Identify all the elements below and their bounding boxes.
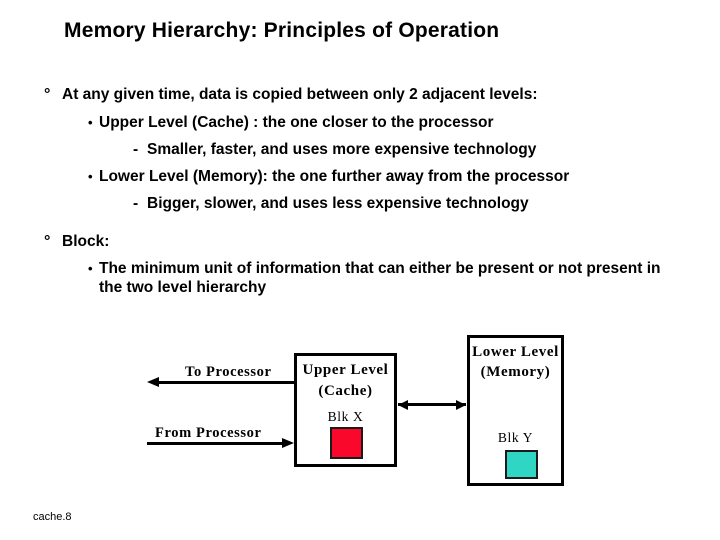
- degree-bullet-icon: °: [44, 233, 51, 250]
- blk-x-label: Blk X: [327, 409, 364, 424]
- bullet-line: • Upper Level (Cache) : the one closer t…: [88, 113, 494, 132]
- dot-bullet-icon: •: [88, 169, 93, 184]
- from-processor-arrow-line: [147, 442, 283, 445]
- bullet-line: ° At any given time, data is copied betw…: [44, 85, 537, 104]
- bullet-line: - Smaller, faster, and uses more expensi…: [133, 140, 536, 159]
- lower-box-label-line1: Lower Level: [472, 344, 559, 360]
- levels-transfer-arrow-line: [398, 403, 466, 406]
- bullet-line: ° Block:: [44, 232, 109, 251]
- dash-bullet-icon: -: [133, 195, 139, 212]
- from-processor-label: From Processor: [155, 425, 262, 441]
- arrowhead-left-icon: [147, 377, 159, 387]
- bullet-line: - Bigger, slower, and uses less expensiv…: [133, 194, 529, 213]
- lower-level-memory-box: Lower Level (Memory) Blk Y: [467, 335, 564, 486]
- upper-level-cache-box: Upper Level (Cache) Blk X: [294, 353, 397, 467]
- blk-y-label: Blk Y: [497, 430, 534, 445]
- bullet-text: Bigger, slower, and uses less expensive …: [147, 195, 529, 212]
- upper-box-label-line2: (Cache): [318, 383, 373, 399]
- to-processor-label: To Processor: [185, 364, 272, 380]
- dot-bullet-icon: •: [88, 115, 93, 130]
- arrowhead-right-icon: [282, 438, 294, 448]
- bullet-text: Block:: [62, 233, 110, 250]
- blk-x-block: [330, 427, 363, 459]
- slide-footer: cache.8: [33, 511, 72, 523]
- arrowhead-right-icon: [456, 399, 466, 410]
- dot-bullet-icon: •: [88, 261, 93, 276]
- lower-box-label-line2: (Memory): [480, 364, 551, 380]
- blk-y-block: [505, 450, 538, 479]
- bullet-text: Upper Level (Cache) : the one closer to …: [99, 114, 494, 131]
- dash-bullet-icon: -: [133, 141, 139, 158]
- bullet-text: At any given time, data is copied betwee…: [62, 86, 538, 103]
- bullet-text: Smaller, faster, and uses more expensive…: [147, 141, 537, 158]
- bullet-line: • The minimum unit of information that c…: [88, 259, 669, 297]
- upper-box-label-line1: Upper Level: [302, 362, 389, 378]
- to-processor-arrow-line: [157, 381, 294, 384]
- page-title: Memory Hierarchy: Principles of Operatio…: [64, 19, 500, 42]
- bullet-text: Lower Level (Memory): the one further aw…: [99, 168, 570, 185]
- bullet-line: • Lower Level (Memory): the one further …: [88, 167, 569, 186]
- bullet-text: The minimum unit of information that can…: [99, 260, 661, 296]
- degree-bullet-icon: °: [44, 86, 51, 103]
- arrowhead-left-icon: [398, 399, 408, 410]
